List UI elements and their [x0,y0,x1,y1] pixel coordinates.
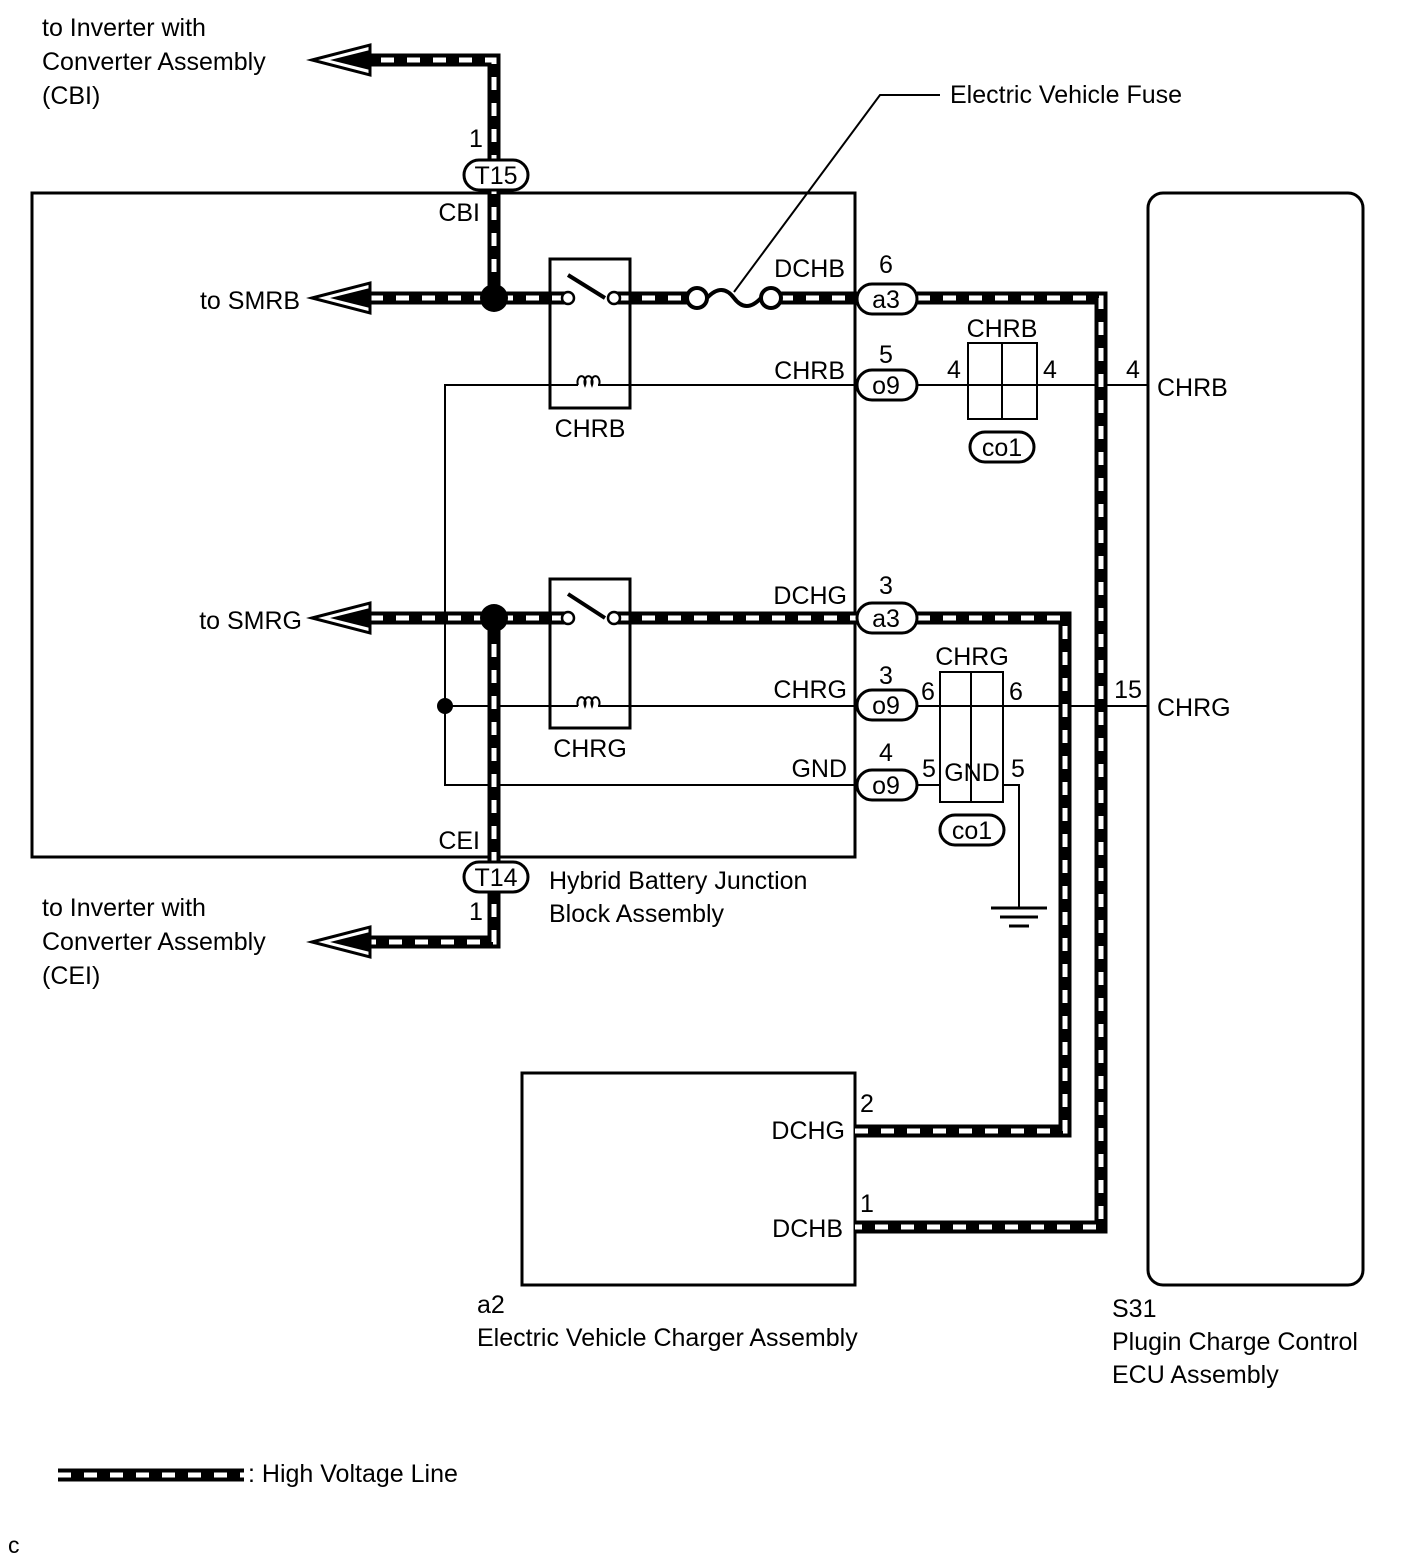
chrg-pin: 3 [879,662,893,690]
t14-pin: 1 [469,898,483,926]
dchg-pin: 3 [879,572,893,600]
ecu-name: Plugin Charge Control ECU Assembly [1112,1328,1358,1389]
co1-chrb-name: CHRB [967,315,1038,343]
co1-gnd-name: GND [944,759,1000,787]
relay-chrg-label: CHRG [553,735,627,763]
connector-t15 [462,158,530,192]
cei-label: CEI [438,827,480,855]
svg-text:Converter Assembly: Converter Assembly [42,48,266,76]
gnd-pin: 4 [879,739,893,767]
inverter-top-label: to Inverter with Converter Assembly (CBI… [42,14,266,110]
svg-text:ECU Assembly: ECU Assembly [1112,1361,1279,1389]
ecu-chrg-pin: 15 [1114,676,1142,704]
t15-pin: 1 [469,125,483,153]
junction-co1-chrg-gnd [939,671,1004,803]
ecu-chrg-label: CHRG [1157,694,1231,722]
relay-coil-icon [576,696,601,709]
relay-coil-icon [576,375,601,388]
high-voltage-lines [58,53,1108,1482]
ev-fuse-label: Electric Vehicle Fuse [950,81,1182,109]
chrg-signal-label: CHRG [773,676,847,704]
charger-dchb-label: DCHB [772,1215,843,1243]
connector-o9-chrg [855,688,919,722]
co1-top-id: co1 [982,434,1022,462]
connector-o9-gnd [855,768,919,802]
gnd-connector-id: o9 [872,772,900,800]
dchb-signal-label: DCHB [774,255,845,283]
cbi-label: CBI [438,199,480,227]
to-smrb-label: to SMRB [200,287,300,315]
connector-a3-dchb [855,282,919,316]
connector-co1-top [968,430,1036,464]
dchb-connector-id: a3 [872,286,900,314]
chrb-pin: 5 [879,341,893,369]
arrowheads [306,43,372,959]
charger-dchg-label: DCHG [771,1117,845,1145]
coil-bus-junction-dot [437,698,453,714]
ecu-chrb-pin: 4 [1126,356,1140,384]
dchg-connector-id: a3 [872,605,900,633]
charger-code: a2 [477,1291,505,1319]
svg-text:Hybrid Battery Junction: Hybrid Battery Junction [549,867,807,895]
svg-text:Block Assembly: Block Assembly [549,900,725,928]
inverter-bottom-label: to Inverter with Converter Assembly (CEI… [42,894,266,990]
ecu-chrb-label: CHRB [1157,374,1228,402]
dchg-signal-label: DCHG [773,582,847,610]
co1-chrg-pin-out: 6 [1009,678,1023,706]
charger-dchb-pin: 1 [860,1190,874,1218]
relay-chrb [548,257,632,410]
co1-gnd-pin-in: 5 [922,755,936,783]
co1-chrb-pin-in: 4 [947,356,961,384]
co1-chrg-name: CHRG [935,643,1009,671]
signal-wiring [437,384,1148,928]
smrb-junction-dot [480,284,508,312]
svg-text:Plugin Charge Control: Plugin Charge Control [1112,1328,1358,1356]
chrb-connector-id: o9 [872,372,900,400]
co1-chrb-pin-out: 4 [1043,356,1057,384]
junction-co1-chrb [967,342,1038,420]
charger-name: Electric Vehicle Charger Assembly [477,1324,858,1352]
hybrid-battery-junction-block-box [30,191,857,859]
charger-dchg-pin: 2 [860,1090,874,1118]
svg-text:to Inverter with: to Inverter with [42,894,206,922]
smrg-junction-dot [480,604,508,632]
svg-text:to Inverter with: to Inverter with [42,14,206,42]
t15-id: T15 [474,162,517,190]
co1-gnd-pin-out: 5 [1011,755,1025,783]
to-smrg-label: to SMRG [199,607,302,635]
ground-symbol [991,906,1047,928]
t14-id: T14 [474,864,517,892]
relay-chrg [548,577,632,730]
relay-chrb-label: CHRB [555,415,626,443]
svg-text:(CBI): (CBI) [42,82,100,110]
gnd-signal-label: GND [791,755,847,783]
dchb-pin: 6 [879,251,893,279]
co1-bottom-id: co1 [952,817,992,845]
connector-a3-dchg [855,601,919,635]
chrb-signal-label: CHRB [774,357,845,385]
junction-block-name: Hybrid Battery Junction Block Assembly [549,867,807,928]
connector-co1-bottom [938,813,1006,847]
ecu-code: S31 [1112,1295,1156,1323]
legend-label: : High Voltage Line [248,1460,458,1488]
footer-mark: c [8,1532,20,1558]
plugin-charge-control-ecu-box [1146,191,1365,1287]
svg-text:(CEI): (CEI) [42,962,100,990]
ev-fuse-symbol [685,94,940,310]
connectors [462,158,1036,894]
connector-t14 [462,860,530,894]
ev-charger-assembly-box [520,1071,857,1287]
chrg-connector-id: o9 [872,692,900,720]
connector-o9-chrb [855,368,919,402]
svg-text:Converter Assembly: Converter Assembly [42,928,266,956]
co1-chrg-pin-in: 6 [921,678,935,706]
